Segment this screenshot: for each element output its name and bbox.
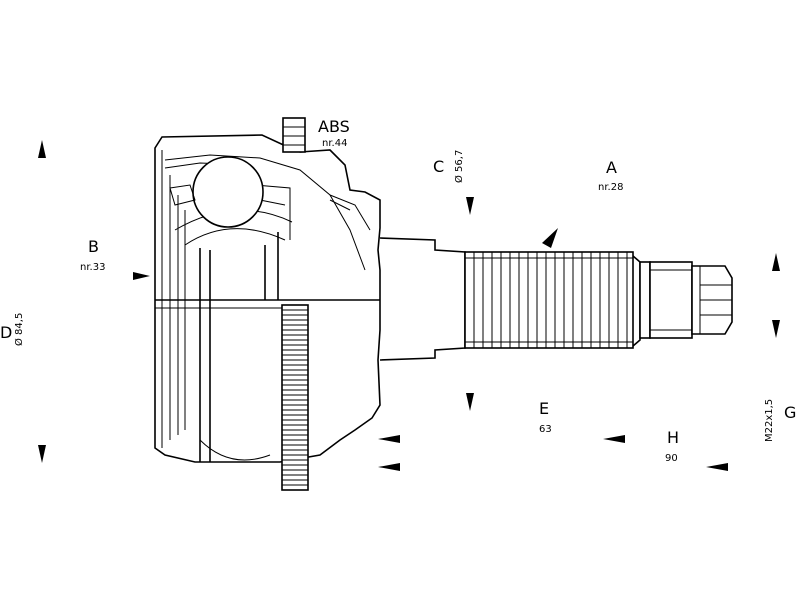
abs-ring (281, 117, 309, 491)
arrow-h-left (378, 463, 400, 471)
label-e: E (539, 399, 549, 418)
value-h: 90 (665, 453, 678, 464)
arrow-d-bottom (38, 445, 46, 463)
label-c: C (433, 157, 444, 176)
label-abs: ABS (318, 117, 350, 136)
arrow-c-top (466, 197, 474, 215)
label-d: D (0, 323, 12, 342)
value-e: 63 (539, 424, 552, 435)
arrow-h-right (706, 463, 728, 471)
arrow-c-bottom (466, 393, 474, 411)
arrow-e-right (603, 435, 625, 443)
value-c: Ø 56,7 (453, 150, 465, 183)
arrow-e-left (378, 435, 400, 443)
label-h: H (667, 428, 679, 447)
outer-housing (154, 134, 381, 463)
label-a: A (606, 158, 617, 177)
labels: ABS nr.44 A nr.28 B nr.33 C Ø 56,7 D Ø 8… (0, 117, 796, 464)
value-b: nr.33 (80, 262, 105, 273)
value-g: M22x1,5 (764, 399, 775, 442)
shaft (379, 237, 733, 361)
arrow-g-bottom (772, 320, 780, 338)
arrow-g-top (772, 253, 780, 271)
arrow-b (133, 272, 150, 280)
arrow-d-top (38, 140, 46, 158)
dimension-arrows (38, 140, 780, 471)
arrow-a (542, 228, 558, 248)
value-a: nr.28 (598, 182, 623, 193)
value-abs: nr.44 (322, 138, 347, 149)
label-b: B (88, 237, 99, 256)
value-d: Ø 84,5 (13, 313, 25, 346)
label-g: G (784, 403, 796, 422)
